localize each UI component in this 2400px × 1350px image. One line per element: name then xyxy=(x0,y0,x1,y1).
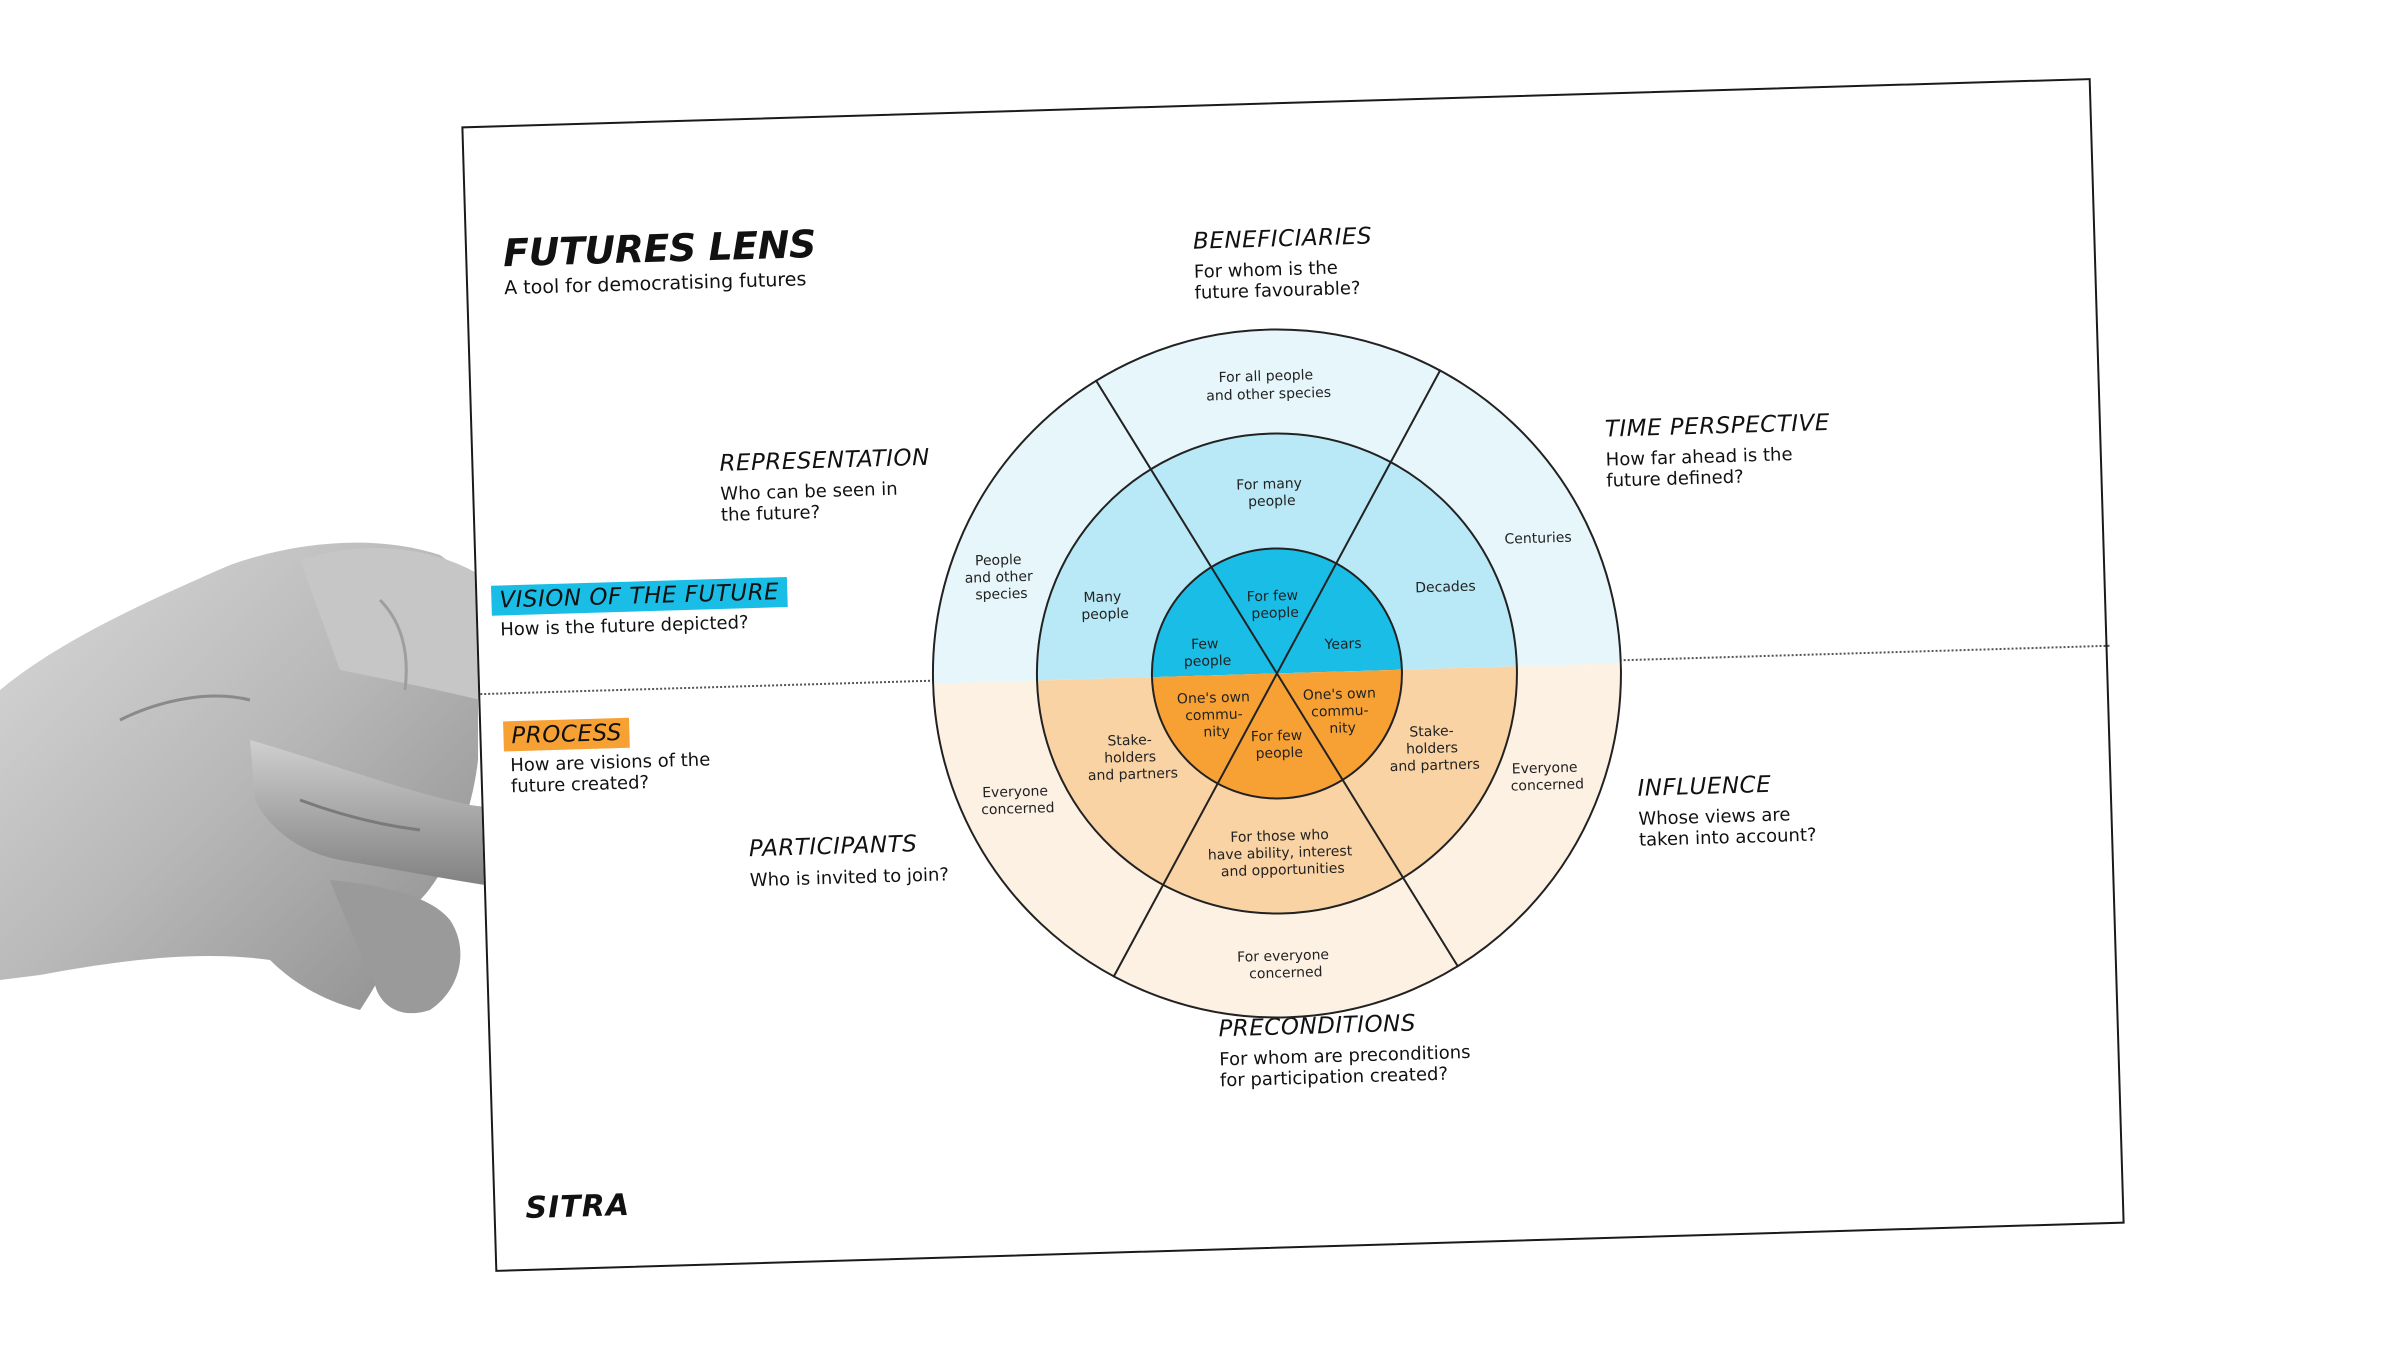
inner-lower-right-label: One's own commu- nity xyxy=(1303,685,1382,737)
beneficiaries-question-line-2: future favourable? xyxy=(1194,277,1361,304)
representation-question-line-2: the future? xyxy=(720,501,821,526)
process-question-line-2: future created? xyxy=(510,772,650,798)
time-perspective-heading: TIME PERSPECTIVE xyxy=(1604,409,1831,443)
inner-top-label: For few people xyxy=(1247,588,1304,623)
process-heading: PROCESS xyxy=(503,717,631,752)
spoke-line xyxy=(1112,369,1442,978)
inner-bottom-label: For few people xyxy=(1251,728,1308,763)
inner-lower-left-label: One's own commu- nity xyxy=(1177,689,1256,741)
process-inner-ring xyxy=(1152,669,1402,799)
sitra-logo: SITRA xyxy=(524,1187,631,1226)
outer-lower-left-label: Everyone concerned xyxy=(980,783,1054,818)
representation-heading: REPRESENTATION xyxy=(719,444,931,477)
vision-of-the-future-label: VISION OF THE FUTURE xyxy=(490,576,788,616)
inner-upper-left-label: Few people xyxy=(1183,636,1231,670)
influence-heading: INFLUENCE xyxy=(1637,771,1772,802)
vision-inner-ring xyxy=(1151,548,1402,678)
outer-upper-right-label: Centuries xyxy=(1504,530,1572,548)
futures-lens-card: FUTURES LENS A tool for democratising fu… xyxy=(461,78,2125,1272)
middle-top-label: For many people xyxy=(1236,476,1307,511)
vision-question-line-1: How is the future depicted? xyxy=(500,612,749,641)
outer-bottom-label: For everyone concerned xyxy=(1237,947,1334,983)
vision-of-the-future-heading: VISION OF THE FUTURE xyxy=(490,576,788,616)
participants-heading: PARTICIPANTS xyxy=(748,831,918,863)
time-perspective-question-line-2: future defined? xyxy=(1606,466,1744,492)
beneficiaries-heading: BENEFICIARIES xyxy=(1192,223,1373,255)
process-label: PROCESS xyxy=(503,717,631,752)
process-question-line-1: How are visions of the xyxy=(510,749,711,777)
middle-upper-left-label: Many people xyxy=(1081,589,1129,623)
participants-question-line-1: Who is invited to join? xyxy=(749,864,950,892)
time-perspective-question-line-1: How far ahead is the xyxy=(1605,444,1793,471)
middle-bottom-label: For those who have ability, interest and… xyxy=(1207,826,1357,880)
outer-top-label: For all people and other species xyxy=(1206,367,1332,405)
middle-ring-outline xyxy=(1035,432,1518,915)
middle-lower-right-label: Stake- holders and partners xyxy=(1389,723,1480,776)
middle-lower-left-label: Stake- holders and partners xyxy=(1087,731,1178,784)
influence-question-line-2: taken into account? xyxy=(1638,824,1817,851)
card-title: FUTURES LENS xyxy=(502,221,817,276)
futures-lens-wheel: For all people and other species People … xyxy=(931,328,1622,1019)
middle-upper-right-label: Decades xyxy=(1415,579,1476,597)
inner-upper-right-label: Years xyxy=(1323,636,1361,653)
outer-upper-left-label: People and other species xyxy=(964,552,1038,604)
outer-ring-outline xyxy=(931,328,1622,1019)
outer-lower-right-label: Everyone concerned xyxy=(1510,759,1584,794)
inner-ring-outline xyxy=(1150,547,1403,800)
representation-question-line-1: Who can be seen in xyxy=(720,478,898,505)
